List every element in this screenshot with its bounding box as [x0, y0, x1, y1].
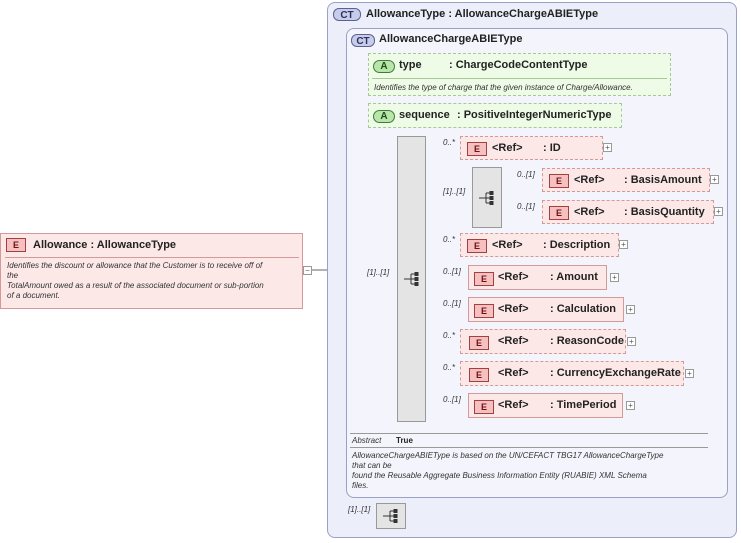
- element-multiplicity: 0..*: [443, 138, 456, 147]
- element-ref: <Ref>: [498, 335, 529, 347]
- attribute-sequence-box[interactable]: A sequence : PositiveIntegerNumericType: [368, 103, 622, 128]
- element-calculation-box[interactable]: E <Ref> : Calculation: [468, 297, 624, 322]
- element-ref: <Ref>: [498, 303, 529, 315]
- element-multiplicity: 0..*: [443, 363, 456, 372]
- element-id-box[interactable]: E <Ref> : ID: [460, 136, 603, 160]
- element-multiplicity: 0..[1]: [443, 267, 461, 276]
- root-element-title: Allowance : AllowanceType: [33, 239, 177, 251]
- element-ref: <Ref>: [574, 206, 605, 218]
- element-basisamount-box[interactable]: E <Ref> : BasisAmount: [542, 168, 710, 192]
- element-badge: E: [469, 336, 489, 350]
- attribute-type: : PositiveIntegerNumericType: [457, 109, 612, 121]
- attribute-type: : ChargeCodeContentType: [449, 59, 588, 71]
- element-badge: E: [6, 238, 26, 252]
- element-multiplicity: 0..[1]: [443, 395, 461, 404]
- element-ref: <Ref>: [574, 174, 605, 186]
- element-multiplicity: 0..[1]: [443, 299, 461, 308]
- root-element-doc: Identifies the discount or allowance tha…: [7, 261, 264, 301]
- expand-icon[interactable]: +: [627, 337, 636, 346]
- attribute-type-box[interactable]: A type : ChargeCodeContentType Identifie…: [368, 53, 671, 96]
- bottom-sequence-multiplicity: [1]..[1]: [348, 505, 371, 514]
- outer-complex-type-title: AllowanceType : AllowanceChargeABIEType: [366, 8, 599, 20]
- element-currencyexchangerate-box[interactable]: E <Ref> : CurrencyExchangeRate: [460, 361, 684, 386]
- expand-icon[interactable]: +: [714, 207, 723, 216]
- attribute-badge: A: [373, 110, 395, 123]
- element-basisquantity-box[interactable]: E <Ref> : BasisQuantity: [542, 200, 714, 224]
- doc-line: Identifies the discount or allowance tha…: [7, 261, 263, 270]
- element-ref: <Ref>: [498, 399, 529, 411]
- element-badge: E: [549, 174, 569, 188]
- element-name: : ID: [543, 142, 561, 154]
- element-ref: <Ref>: [492, 239, 523, 251]
- expand-icon[interactable]: +: [610, 273, 619, 282]
- doc-line: files.: [352, 481, 369, 490]
- complex-type-badge: CT: [351, 34, 375, 47]
- root-element-box[interactable]: E Allowance : AllowanceType Identifies t…: [0, 233, 303, 309]
- element-badge: E: [474, 400, 494, 414]
- collapse-toggle-icon[interactable]: −: [303, 266, 312, 275]
- element-timeperiod-box[interactable]: E <Ref> : TimePeriod: [468, 393, 623, 418]
- attribute-badge: A: [373, 60, 395, 73]
- complex-type-badge: CT: [333, 8, 361, 21]
- expand-icon[interactable]: +: [710, 175, 719, 184]
- element-multiplicity: 0..*: [443, 331, 456, 340]
- element-badge: E: [474, 272, 494, 286]
- expand-icon[interactable]: +: [619, 240, 628, 249]
- doc-line: of a document.: [7, 291, 60, 300]
- doc-line: AllowanceChargeABIEType is based on the …: [352, 451, 664, 460]
- attribute-doc: Identifies the type of charge that the g…: [374, 83, 633, 92]
- inner-complex-type-title: AllowanceChargeABIEType: [379, 33, 523, 45]
- element-badge: E: [549, 206, 569, 220]
- element-ref: <Ref>: [498, 367, 529, 379]
- abstract-label: Abstract: [352, 436, 382, 445]
- divider: [350, 447, 708, 448]
- element-multiplicity: 0..[1]: [517, 202, 535, 211]
- expand-icon[interactable]: +: [626, 305, 635, 314]
- element-name: : ReasonCode: [550, 335, 624, 347]
- element-description-box[interactable]: E <Ref> : Description: [460, 233, 619, 257]
- element-name: : BasisAmount: [624, 174, 702, 186]
- attribute-name: sequence: [399, 109, 450, 121]
- element-name: : Calculation: [550, 303, 617, 315]
- sequence-icon: [383, 509, 398, 523]
- element-multiplicity: 0..[1]: [517, 170, 535, 179]
- expand-icon[interactable]: +: [626, 401, 635, 410]
- sequence-icon: [479, 191, 494, 205]
- element-badge: E: [467, 239, 487, 253]
- divider: [372, 78, 667, 79]
- element-ref: <Ref>: [498, 271, 529, 283]
- divider: [5, 257, 299, 258]
- element-name: : BasisQuantity: [624, 206, 705, 218]
- doc-line: found the Reusable Aggregate Business In…: [352, 471, 647, 480]
- element-badge: E: [467, 142, 487, 156]
- doc-line: the: [7, 271, 19, 280]
- element-badge: E: [474, 304, 494, 318]
- element-name: : Description: [543, 239, 611, 251]
- doc-line: TotalAmount owed as a result of the asso…: [7, 281, 264, 290]
- sub-sequence-multiplicity: [1]..[1]: [443, 187, 466, 196]
- doc-line: that can be: [352, 461, 392, 470]
- element-badge: E: [469, 368, 489, 382]
- element-name: : Amount: [550, 271, 598, 283]
- element-amount-box[interactable]: E <Ref> : Amount: [468, 265, 607, 290]
- element-name: : CurrencyExchangeRate: [550, 367, 681, 379]
- abstract-value: True: [396, 436, 413, 445]
- expand-icon[interactable]: +: [603, 143, 612, 152]
- element-ref: <Ref>: [492, 142, 523, 154]
- complex-type-doc: AllowanceChargeABIEType is based on the …: [352, 451, 663, 491]
- bottom-sequence-box[interactable]: [376, 503, 406, 529]
- expand-icon[interactable]: +: [685, 369, 694, 378]
- attribute-name: type: [399, 59, 422, 71]
- sequence-icon: [404, 272, 419, 286]
- divider: [350, 433, 708, 434]
- element-name: : TimePeriod: [550, 399, 617, 411]
- element-multiplicity: 0..*: [443, 235, 456, 244]
- element-reasoncode-box[interactable]: E <Ref> : ReasonCode: [460, 329, 626, 354]
- sequence-multiplicity: [1]..[1]: [367, 268, 390, 277]
